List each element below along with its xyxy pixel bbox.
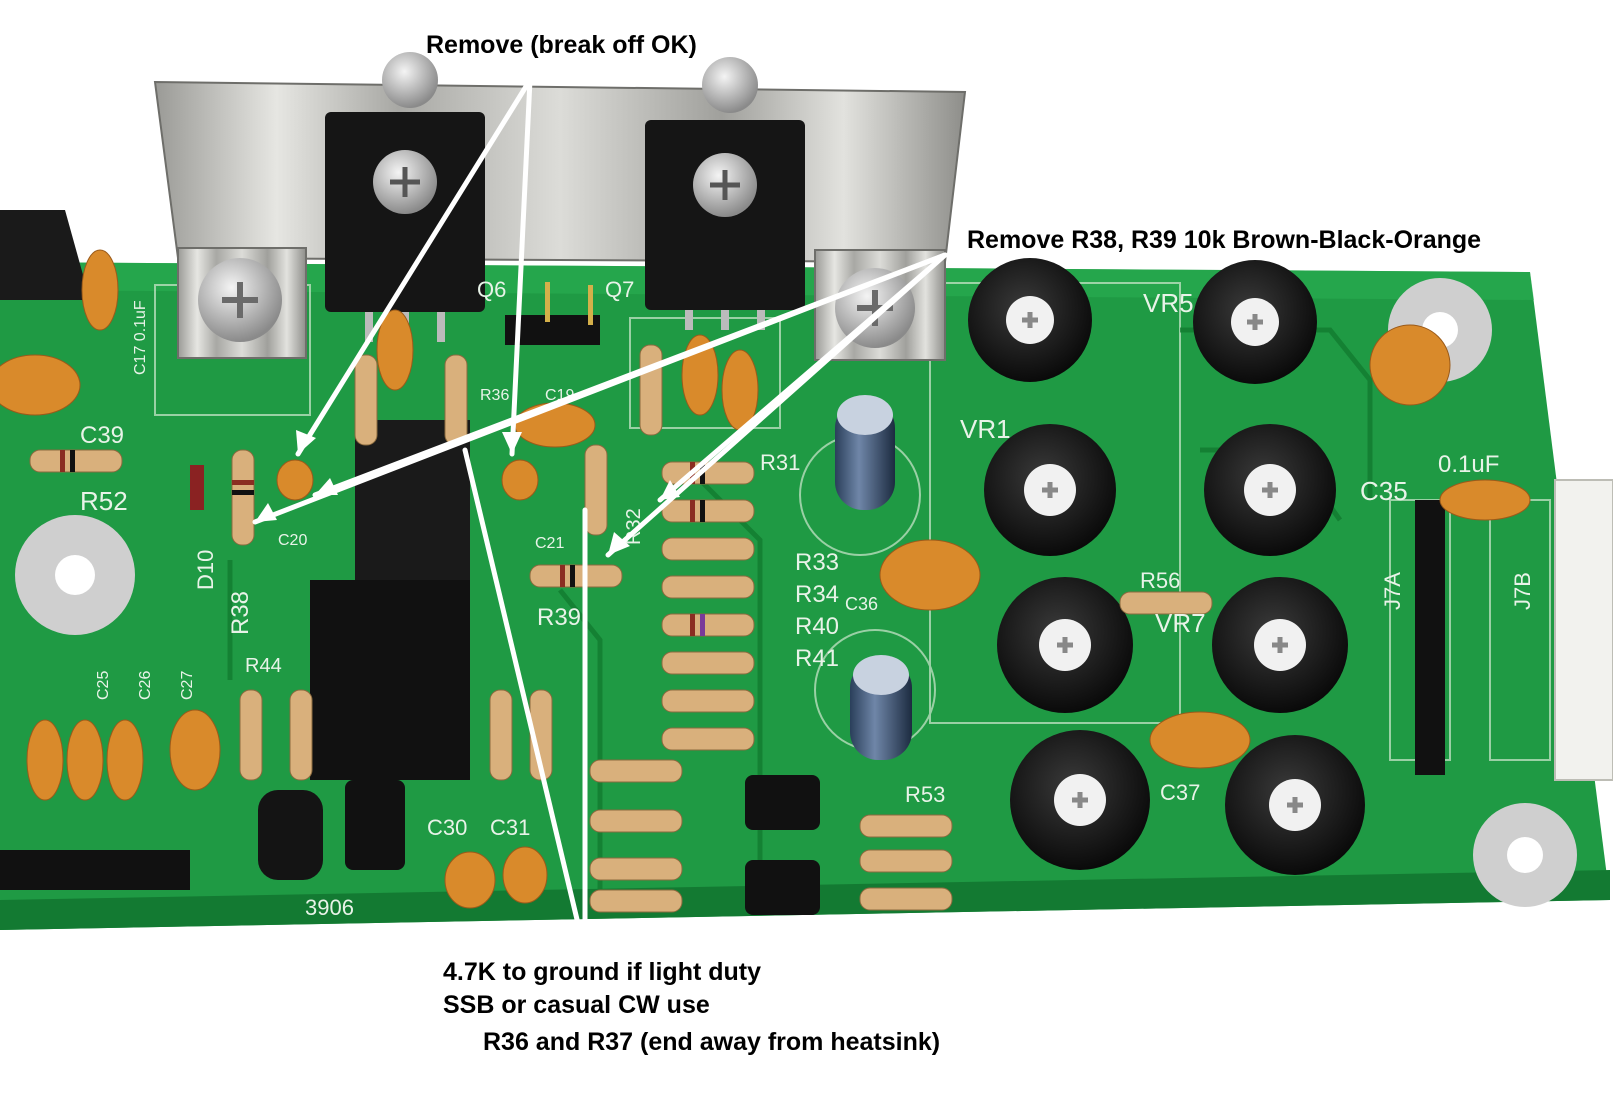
electrolytic-capacitors <box>835 395 912 760</box>
label-c31: C31 <box>490 815 530 840</box>
label-r44: R44 <box>245 655 282 677</box>
ic-chip <box>258 420 470 880</box>
label-c17: C17 0.1uF <box>132 300 149 375</box>
label-r41: R41 <box>795 645 839 672</box>
label-q7: Q7 <box>605 277 634 302</box>
label-c35: C35 <box>1360 476 1408 506</box>
label-c30: C30 <box>427 815 467 840</box>
label-r36: R36 <box>480 387 509 404</box>
label-r33: R33 <box>795 549 839 576</box>
label-r56: R56 <box>1140 568 1180 593</box>
trimmer-pots <box>968 258 1365 875</box>
silkscreen-labels: Q6 Q7 R36 C19 R38 R39 C20 C21 D10 R52 C3… <box>80 277 1535 920</box>
label-cap-value: 0.1uF <box>1438 451 1499 478</box>
jumpers <box>190 465 820 915</box>
label-c27: C27 <box>179 671 196 700</box>
label-c25: C25 <box>95 671 112 700</box>
resistors <box>29 344 1213 913</box>
label-j7a: J7A <box>1380 572 1405 610</box>
label-c37: C37 <box>1160 780 1200 805</box>
callout-pulldown-line2: SSB or casual CW use <box>443 991 710 1019</box>
label-j7b: J7B <box>1510 572 1535 610</box>
label-vr5: VR5 <box>1143 288 1194 318</box>
label-c21: C21 <box>535 535 564 552</box>
label-d10: D10 <box>193 550 218 590</box>
label-c39: C39 <box>80 422 124 449</box>
pin-header <box>0 282 1445 890</box>
label-r40: R40 <box>795 613 839 640</box>
ceramic-capacitors <box>0 249 1531 909</box>
voltage-regulator <box>0 210 90 300</box>
callout-remove-resistors: Remove R38, R39 10k Brown-Black-Orange <box>967 226 1482 254</box>
label-r34: R34 <box>795 581 839 608</box>
label-c36: C36 <box>845 594 878 614</box>
label-3906: 3906 <box>305 895 354 920</box>
label-c26: C26 <box>137 671 154 700</box>
callout-remove-header: Remove (break off OK) <box>426 31 697 59</box>
callout-pulldown-line3: R36 and R37 (end away from heatsink) <box>483 1028 941 1056</box>
arrow-heads <box>255 430 680 555</box>
callout-pulldown-line1: 4.7K to ground if light duty <box>443 958 762 986</box>
power-transistor-q6 <box>325 112 485 342</box>
label-c20: C20 <box>278 532 307 549</box>
label-r38: R38 <box>227 591 254 635</box>
annotation-arrows <box>252 77 948 935</box>
label-vr1: VR1 <box>960 414 1011 444</box>
label-q6: Q6 <box>477 277 506 302</box>
label-r31: R31 <box>760 450 800 475</box>
power-transistor-q7 <box>645 120 805 330</box>
label-r52: R52 <box>80 486 128 516</box>
label-r39: R39 <box>537 604 581 631</box>
label-r53: R53 <box>905 782 945 807</box>
connector <box>1554 479 1613 781</box>
label-vr7: VR7 <box>1155 608 1206 638</box>
